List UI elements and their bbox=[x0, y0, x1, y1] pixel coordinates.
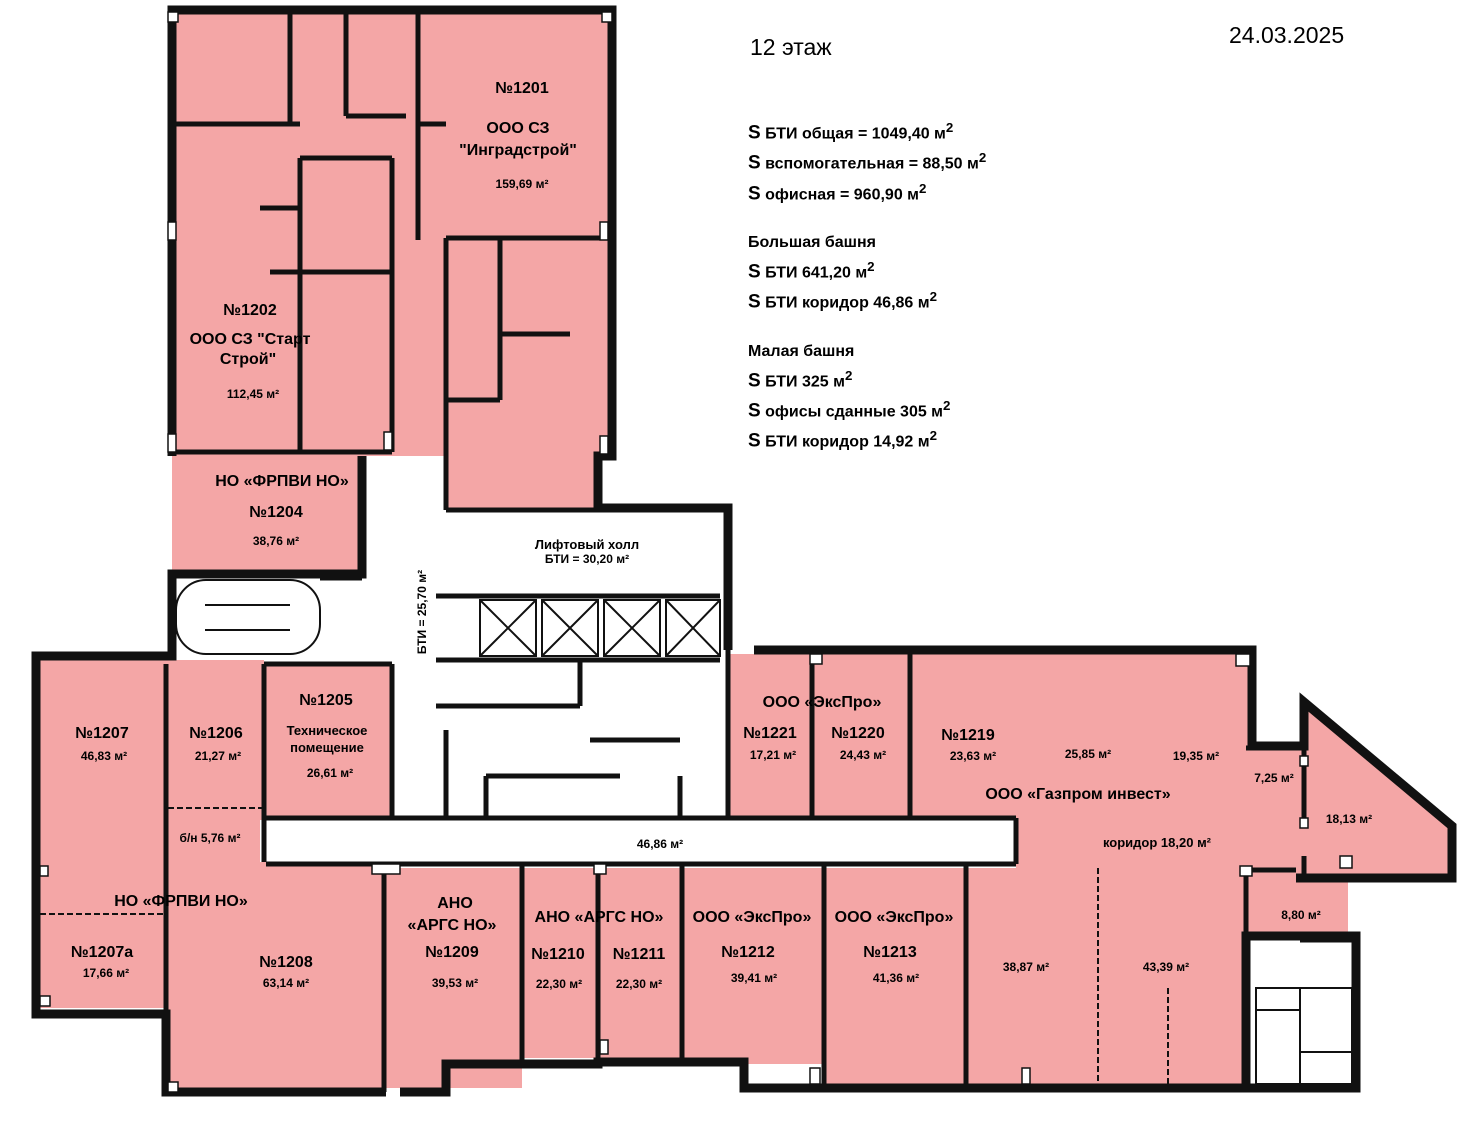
room-1212-number: №1212 bbox=[721, 944, 775, 961]
room-1213-tenant: ООО «ЭксПро» bbox=[835, 909, 954, 926]
room-labels: №1201 ООО СЗ "Инградстрой" 159,69 м² №12… bbox=[71, 80, 1372, 991]
room-1201-area: 159,69 м² bbox=[496, 177, 549, 191]
room-area-1935: 19,35 м² bbox=[1173, 749, 1219, 763]
room-1204-number: №1204 bbox=[249, 504, 303, 521]
room-1221-number: №1221 bbox=[743, 725, 797, 742]
lift-hall-label: Лифтовый холл bbox=[535, 537, 639, 552]
room-1205-area: 26,61 м² bbox=[307, 766, 353, 780]
rented-fill bbox=[38, 12, 1448, 1088]
room-1221-area: 17,21 м² bbox=[750, 748, 796, 762]
room-area-1813: 18,13 м² bbox=[1326, 812, 1372, 826]
room-area-880: 8,80 м² bbox=[1281, 908, 1321, 922]
plan-date: 24.03.2025 bbox=[1229, 22, 1345, 48]
room-1211-number: №1211 bbox=[613, 946, 666, 963]
corridor-vertical-area: БТИ = 25,70 м² bbox=[415, 570, 429, 654]
room-1219-number: №1219 bbox=[941, 727, 995, 744]
room-area-4339: 43,39 м² bbox=[1143, 960, 1189, 974]
room-1220-area: 24,43 м² bbox=[840, 748, 886, 762]
room-1202-area: 112,45 м² bbox=[227, 387, 279, 401]
stat-line: S офисная = 960,90 м2 bbox=[748, 180, 927, 204]
room-unnumbered-area: б/н 5,76 м² bbox=[180, 831, 241, 845]
room-1202-tenant: Строй" bbox=[220, 351, 276, 368]
small-corridor-area: коридор 18,20 м² bbox=[1103, 835, 1212, 850]
main-corridor-area: 46,86 м² bbox=[637, 837, 683, 851]
room-area-725: 7,25 м² bbox=[1254, 771, 1294, 785]
floor-title: 12 этаж bbox=[750, 34, 832, 60]
room-1212-tenant: ООО «ЭксПро» bbox=[693, 909, 812, 926]
room-1211-area: 22,30 м² bbox=[616, 977, 662, 991]
stat-line: S БТИ общая = 1049,40 м2 bbox=[748, 120, 954, 144]
room-1201-tenant: "Инградстрой" bbox=[459, 142, 577, 159]
stat-line: S БТИ коридор 46,86 м2 bbox=[748, 289, 938, 313]
room-1205-desc: Техническое bbox=[287, 723, 368, 738]
room-1212-area: 39,41 м² bbox=[731, 971, 777, 985]
stat-heading: Большая башня bbox=[748, 233, 877, 251]
gazprom-tenant-label: ООО «Газпром инвест» bbox=[985, 786, 1170, 803]
room-1206-area: 21,27 м² bbox=[195, 749, 241, 763]
room-1209-tenant: АНО bbox=[437, 895, 473, 912]
room-1207a-area: 17,66 м² bbox=[83, 966, 129, 980]
room-1209-area: 39,53 м² bbox=[432, 976, 478, 990]
room-1219-area: 23,63 м² bbox=[950, 749, 996, 763]
stat-line: S БТИ 641,20 м2 bbox=[748, 258, 875, 283]
expro-tenant-label: ООО «ЭксПро» bbox=[763, 694, 882, 711]
room-1205-number: №1205 bbox=[299, 692, 353, 709]
stat-line: S БТИ коридор 14,92 м2 bbox=[748, 428, 938, 452]
room-1207a-number: №1207а bbox=[71, 944, 133, 961]
frpvi-tenant-label: НО «ФРПВИ НО» bbox=[114, 893, 248, 910]
room-1202-tenant: ООО СЗ "Старт bbox=[190, 331, 311, 348]
room-1204-area: 38,76 м² bbox=[253, 534, 299, 548]
room-1207-area: 46,83 м² bbox=[81, 749, 127, 763]
room-1202-number: №1202 bbox=[223, 302, 277, 319]
room-1201-number: №1201 bbox=[495, 80, 549, 97]
window-markers bbox=[39, 11, 1353, 1093]
room-1206-number: №1206 bbox=[189, 725, 243, 742]
stat-line: S вспомогательная = 88,50 м2 bbox=[748, 150, 987, 174]
room-1209-number: №1209 bbox=[425, 944, 479, 961]
room-1210-area: 22,30 м² bbox=[536, 977, 582, 991]
room-1209-tenant: «АРГС НО» bbox=[408, 917, 497, 934]
room-1204-tenant: НО «ФРПВИ НО» bbox=[215, 473, 349, 490]
stat-heading: Малая башня bbox=[748, 342, 855, 360]
area-summary: S БТИ общая = 1049,40 м2 S вспомогательн… bbox=[748, 116, 986, 455]
room-1213-area: 41,36 м² bbox=[873, 971, 919, 985]
room-1201-tenant: ООО СЗ bbox=[486, 120, 549, 137]
room-1220-number: №1220 bbox=[831, 725, 885, 742]
room-area-3887: 38,87 м² bbox=[1003, 960, 1049, 974]
fixtures bbox=[40, 579, 1353, 1088]
room-1213-number: №1213 bbox=[863, 944, 917, 961]
room-1208-area: 63,14 м² bbox=[263, 976, 309, 990]
room-1205-desc: помещение bbox=[290, 740, 364, 755]
room-1210-number: №1210 bbox=[531, 946, 585, 963]
lift-hall-area: БТИ = 30,20 м² bbox=[545, 552, 629, 566]
inner-walls bbox=[163, 14, 1356, 1092]
room-1207-number: №1207 bbox=[75, 725, 129, 742]
stat-line: S офисы сданные 305 м2 bbox=[748, 397, 951, 422]
room-area-2585: 25,85 м² bbox=[1065, 747, 1111, 761]
argc-tenant-label: АНО «АРГС НО» bbox=[535, 909, 664, 926]
stat-line: S БТИ 325 м2 bbox=[748, 367, 853, 391]
room-1208-number: №1208 bbox=[259, 954, 313, 971]
